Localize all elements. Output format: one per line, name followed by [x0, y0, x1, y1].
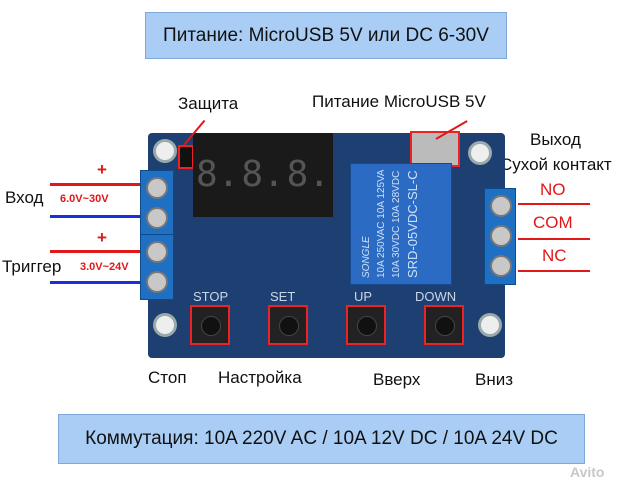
- relay-rating: 10A 250VAC 10A 125VAC: [376, 170, 387, 278]
- trigger-range: 3.0V~24V: [80, 261, 129, 273]
- bottom-banner: Коммутация: 10A 220V AC / 10A 12V DC / 1…: [58, 414, 585, 464]
- input-terminal: [140, 170, 174, 236]
- stop-button[interactable]: [190, 305, 230, 345]
- label-set: Настройка: [218, 368, 302, 387]
- label-microusb: Питание MicroUSB 5V: [312, 92, 486, 111]
- label-trigger: Триггер: [2, 257, 62, 276]
- screw: [146, 177, 168, 199]
- screw: [490, 225, 512, 247]
- mount-hole: [468, 141, 492, 165]
- up-button[interactable]: [346, 305, 386, 345]
- relay: SONGLE 10A 250VAC 10A 125VAC 10A 30VDC 1…: [350, 163, 452, 285]
- relay-model: SRD-05VDC-SL-C: [405, 170, 420, 278]
- relay-rating: 10A 30VDC 10A 28VDC: [391, 170, 402, 278]
- mount-hole: [153, 313, 177, 337]
- label-protection: Защита: [178, 94, 239, 113]
- top-banner: Питание: MicroUSB 5V или DC 6-30V: [145, 12, 507, 59]
- screw: [490, 195, 512, 217]
- output-terminal: [484, 188, 516, 285]
- silk-stop: STOP: [193, 289, 229, 304]
- label-no: NO: [540, 180, 566, 199]
- trigger-terminal: [140, 234, 174, 300]
- label-stop: Стоп: [148, 368, 187, 387]
- screw: [146, 241, 168, 263]
- trigger-wire-positive: [50, 250, 140, 253]
- label-dry-contact: Сухой контакт: [500, 155, 612, 174]
- display-digit: 8.: [241, 154, 285, 195]
- fuse-highlight: [178, 145, 194, 169]
- screw: [146, 271, 168, 293]
- mount-hole: [153, 139, 177, 163]
- seven-segment-display: 8. 8. 8.: [193, 133, 333, 217]
- relay-module-board: 8. 8. 8. SONGLE 10A 250VAC 10A 125VAC 10…: [140, 131, 516, 358]
- silk-set: SET: [270, 289, 296, 304]
- relay-markings: SONGLE 10A 250VAC 10A 125VAC 10A 30VDC 1…: [359, 170, 421, 278]
- label-input: Вход: [5, 188, 44, 207]
- label-up: Вверх: [373, 370, 421, 389]
- label-com: COM: [533, 213, 573, 232]
- mount-hole: [478, 313, 502, 337]
- input-wire-negative: [50, 215, 140, 218]
- avito-watermark: Avito: [570, 464, 605, 480]
- silk-down: DOWN: [415, 289, 457, 304]
- input-range: 6.0V~30V: [60, 193, 109, 205]
- input-wire-positive: [50, 183, 140, 186]
- display-digit: 8.: [195, 154, 240, 195]
- label-output: Выход: [530, 130, 581, 149]
- trigger-plus: +: [97, 228, 107, 247]
- no-wire: [518, 203, 590, 205]
- relay-brand: SONGLE: [361, 236, 372, 278]
- com-wire: [518, 238, 590, 240]
- input-plus: +: [97, 160, 107, 179]
- set-button[interactable]: [268, 305, 308, 345]
- screw: [490, 255, 512, 277]
- trigger-wire-negative: [50, 281, 140, 284]
- display-digit: 8.: [286, 154, 331, 195]
- label-nc: NC: [542, 246, 567, 265]
- silk-up: UP: [354, 289, 373, 304]
- nc-wire: [518, 270, 590, 272]
- label-down: Вниз: [475, 370, 514, 389]
- down-button[interactable]: [424, 305, 464, 345]
- microusb-port: [410, 131, 460, 167]
- screw: [146, 207, 168, 229]
